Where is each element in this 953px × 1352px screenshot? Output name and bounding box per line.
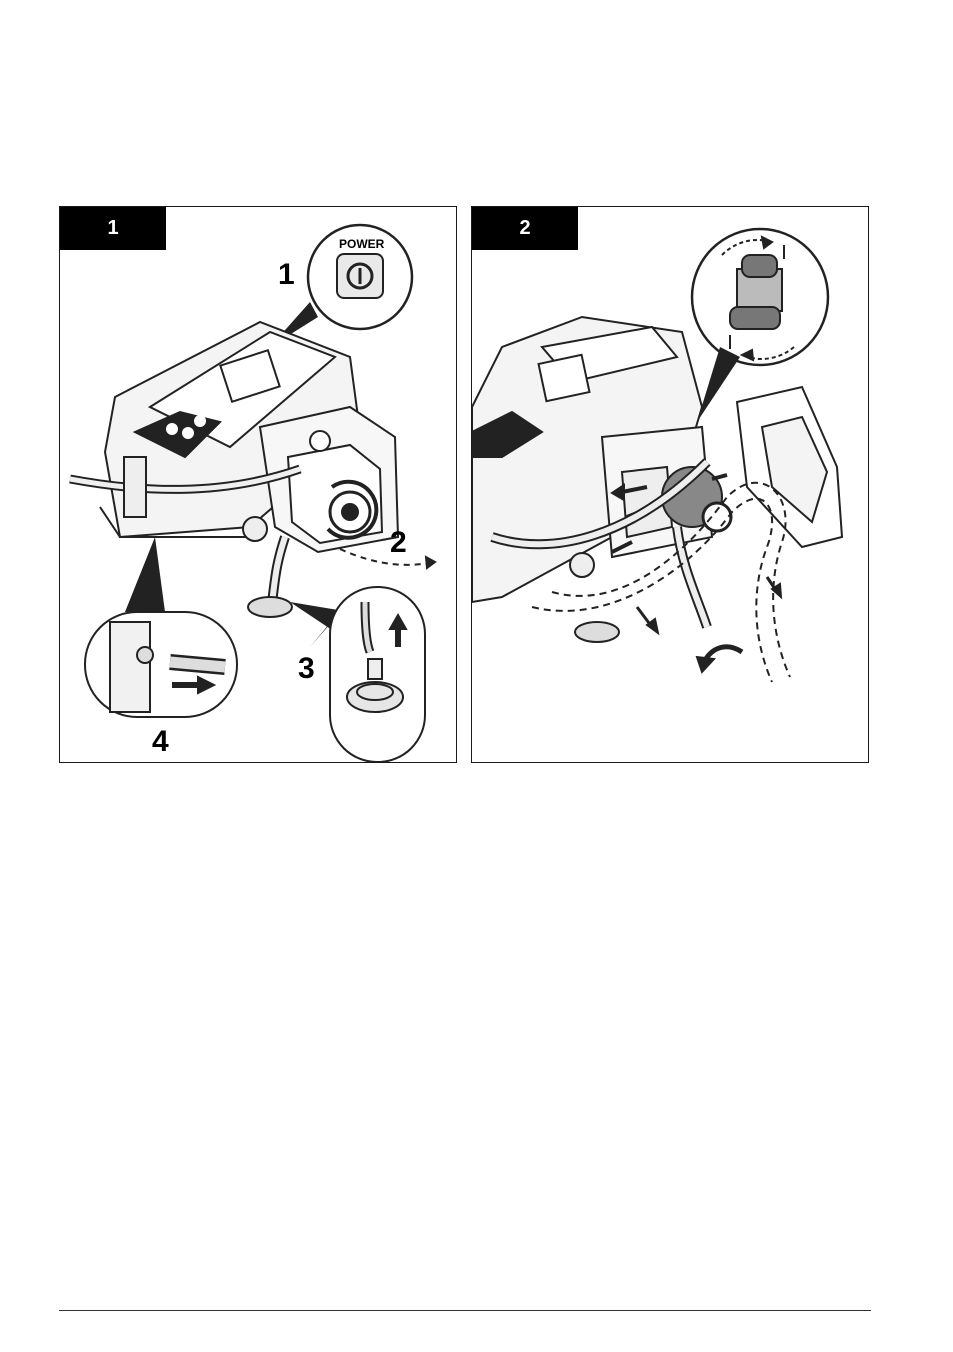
callout-1: 1	[278, 260, 295, 290]
callout-3: 3	[298, 654, 315, 684]
illustration-panel-2: 2	[471, 206, 869, 763]
callout-2: 2	[390, 528, 407, 558]
footer-rule	[59, 1310, 871, 1311]
power-label: POWER	[339, 237, 384, 251]
pump-illustration-step-1	[60, 207, 457, 763]
illustration-panel-1: 1	[59, 206, 457, 763]
callout-4: 4	[152, 727, 169, 757]
pump-illustration-step-2	[472, 207, 869, 763]
